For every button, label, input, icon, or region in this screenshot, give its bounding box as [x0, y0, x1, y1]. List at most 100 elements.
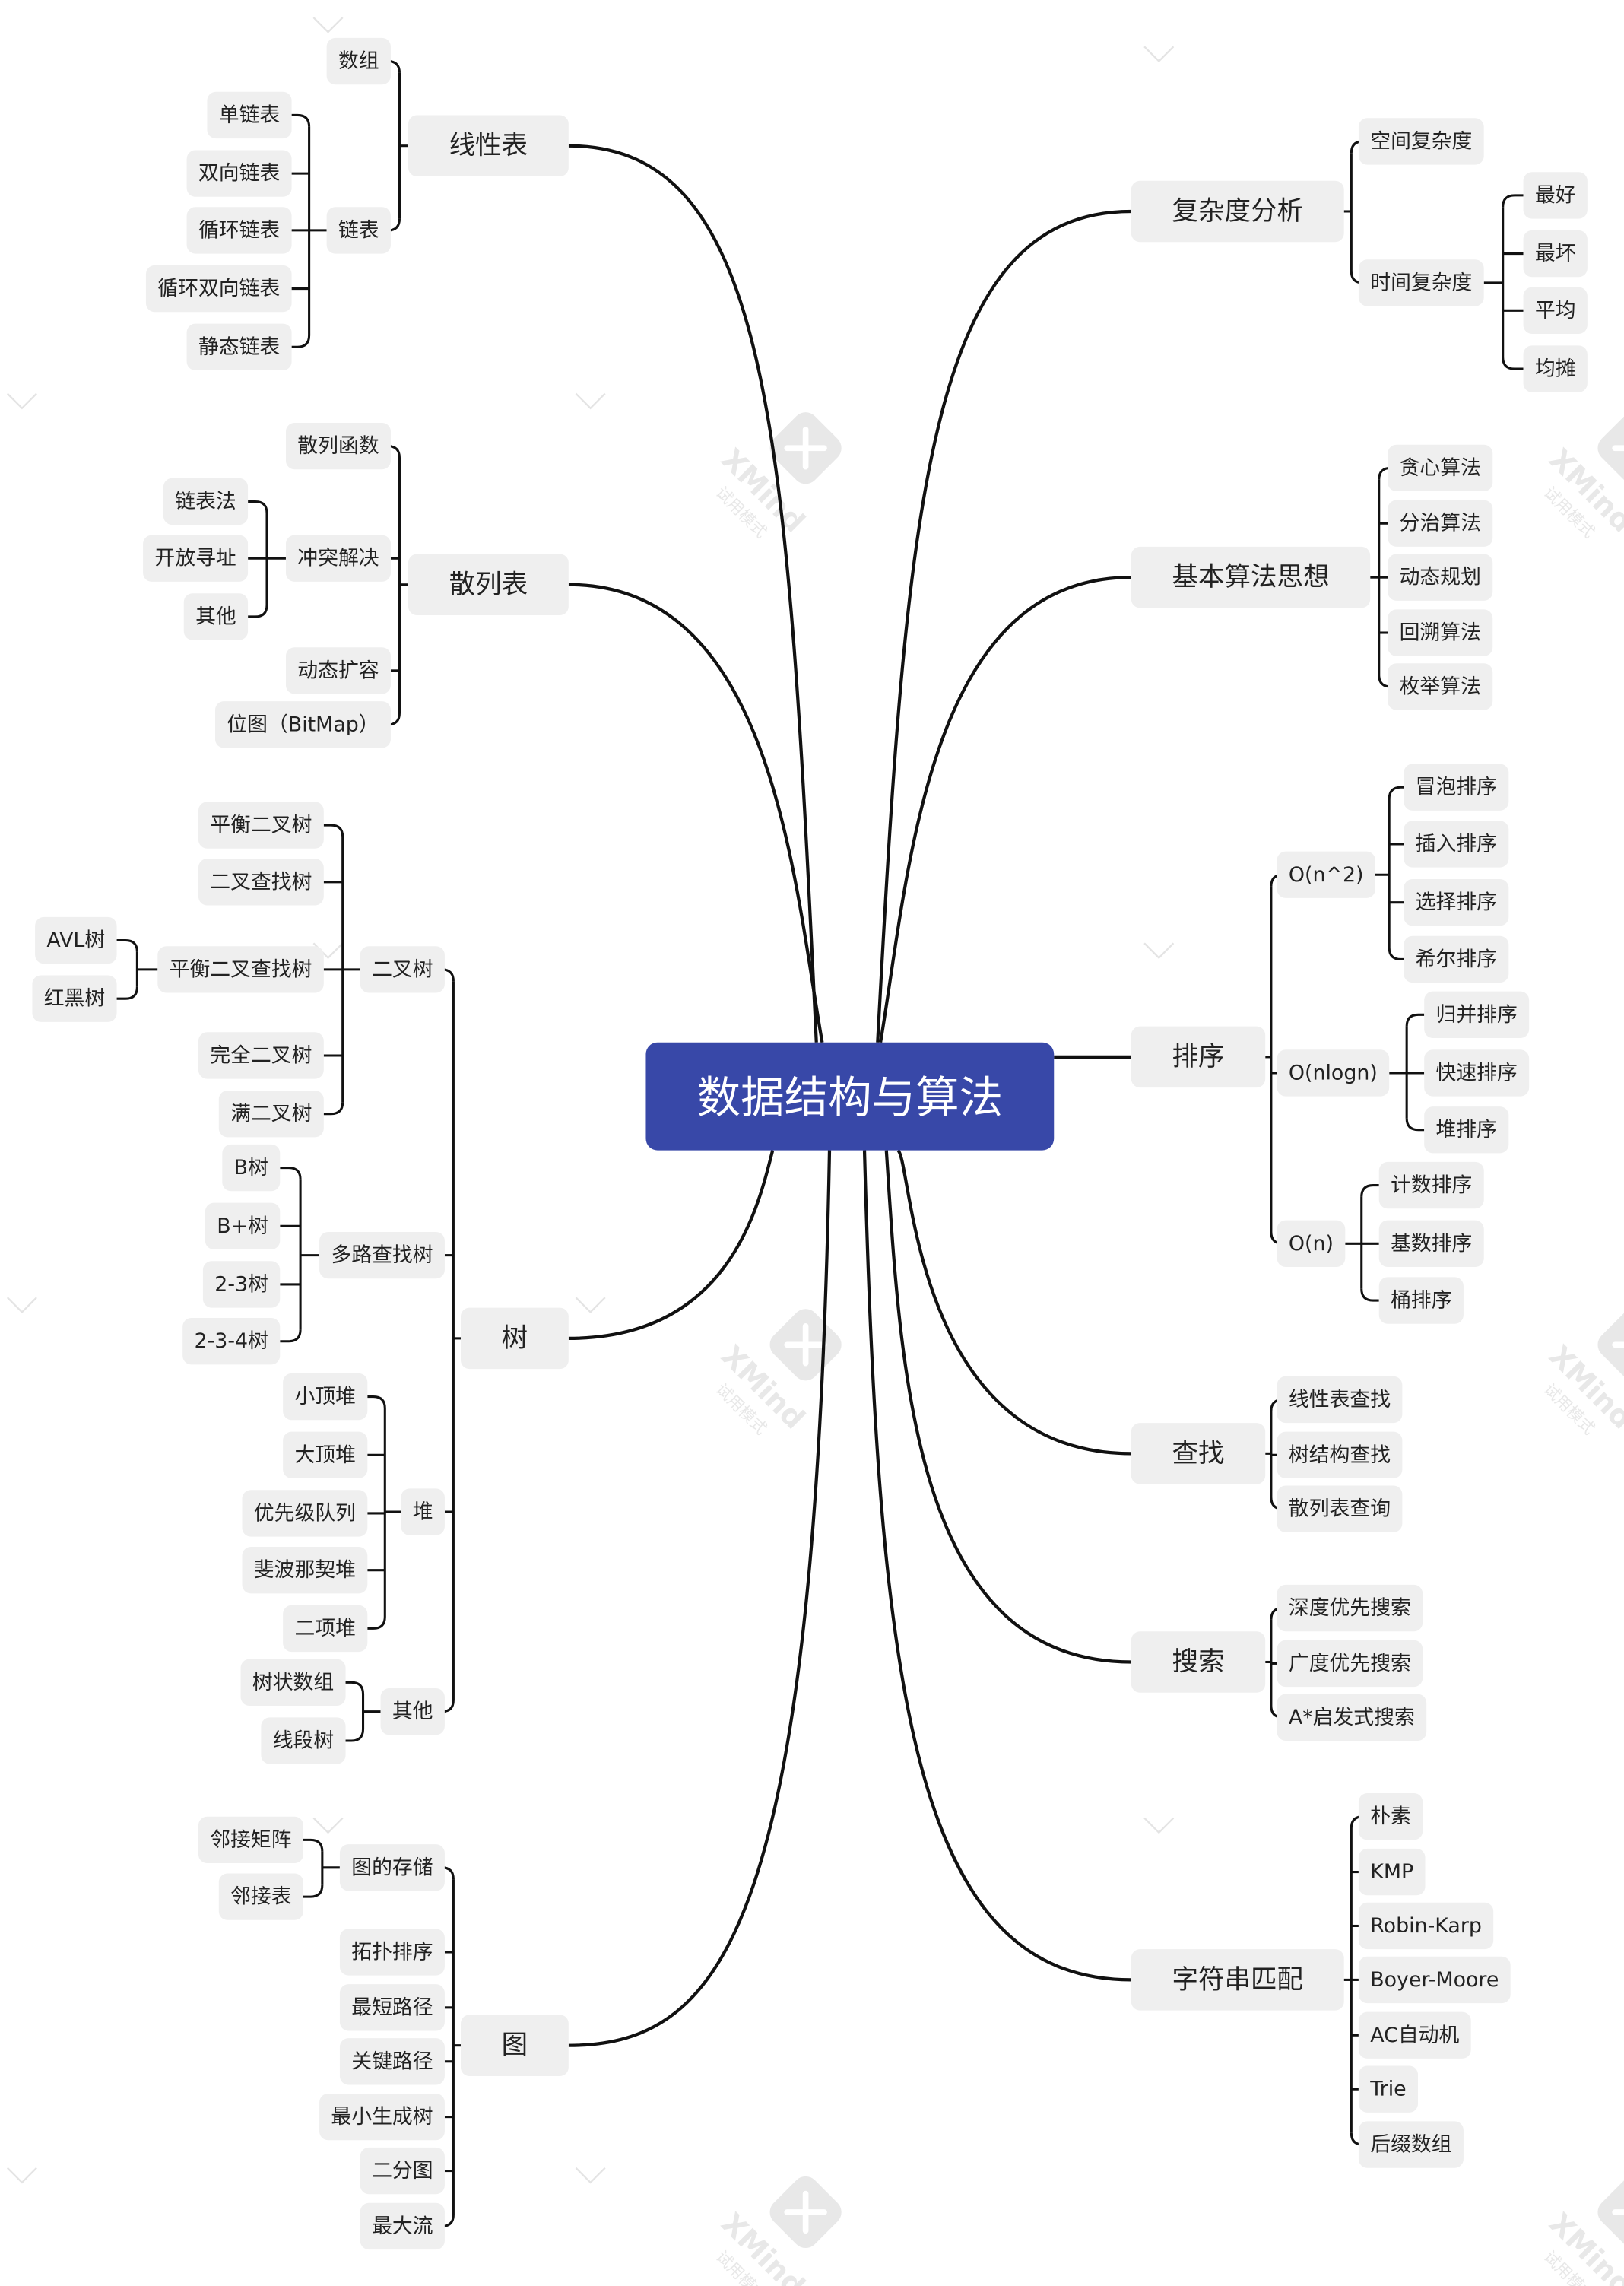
topic-main-r3[interactable]: 排序	[1131, 1026, 1266, 1088]
topic-bitmap[interactable]: 位图（BitMap）	[214, 701, 391, 748]
topic-topic[interactable]: 二分图	[360, 2147, 445, 2195]
topic-label: 插入排序	[1416, 832, 1497, 856]
root-topic[interactable]: 数据结构与算法	[645, 1042, 1055, 1151]
topic-topic[interactable]: 链表法	[163, 478, 249, 525]
topic-main-3[interactable]: 树	[460, 1307, 569, 1370]
topic-2-3[interactable]: 2-3树	[202, 1261, 281, 1308]
topic-topic[interactable]: 最短路径	[339, 1984, 445, 2031]
topic-topic[interactable]: 冒泡排序	[1404, 764, 1509, 811]
topic-main-2[interactable]: 散列表	[408, 554, 569, 616]
topic-topic[interactable]: 红黑树	[32, 975, 117, 1022]
topic-2-3-4[interactable]: 2-3-4树	[182, 1318, 281, 1365]
topic-topic[interactable]: 静态链表	[186, 323, 292, 370]
topic-main-4[interactable]: 图	[460, 2015, 569, 2076]
topic-topic[interactable]: 完全二叉树	[198, 1032, 324, 1079]
topic-topic[interactable]: 线段树	[261, 1717, 346, 1764]
topic-topic[interactable]: 分治算法	[1388, 500, 1493, 547]
topic-topic[interactable]: 单链表	[207, 91, 292, 139]
topic-b[interactable]: B树	[222, 1144, 281, 1192]
topic-topic[interactable]: 散列函数	[285, 422, 391, 470]
topic-topic[interactable]: 循环双向链表	[145, 265, 292, 313]
topic-topic[interactable]: 深度优先搜索	[1277, 1584, 1423, 1632]
topic-topic[interactable]: 最坏	[1523, 230, 1588, 278]
topic-topic[interactable]: 回溯算法	[1388, 609, 1493, 656]
topic-main-r1[interactable]: 复杂度分析	[1131, 180, 1344, 243]
topic-topic[interactable]: 堆	[401, 1488, 445, 1535]
topic-o-n[interactable]: O(n)	[1277, 1220, 1346, 1267]
topic-topic[interactable]: 邻接矩阵	[198, 1816, 303, 1864]
topic-topic[interactable]: 双向链表	[186, 150, 292, 197]
topic-topic[interactable]: 树结构查找	[1277, 1431, 1403, 1478]
bracket-branch	[1405, 1013, 1425, 1027]
topic-topic[interactable]: 最好	[1523, 172, 1588, 219]
topic-main-1[interactable]: 线性表	[408, 115, 569, 176]
topic-main-r2[interactable]: 基本算法思想	[1131, 546, 1371, 608]
topic-topic[interactable]: 优先级队列	[242, 1490, 368, 1537]
topic-topic[interactable]: 数组	[326, 37, 391, 85]
topic-topic[interactable]: 动态规划	[1388, 554, 1493, 601]
topic-topic[interactable]: 斐波那契堆	[242, 1547, 368, 1594]
topic-topic[interactable]: 拓扑排序	[339, 1929, 445, 1976]
topic-topic[interactable]: 枚举算法	[1388, 663, 1493, 710]
topic-boyer-moore[interactable]: Boyer-Moore	[1358, 1956, 1511, 2004]
topic-topic[interactable]: 图的存储	[339, 1844, 445, 1891]
topic-topic[interactable]: 归并排序	[1424, 991, 1530, 1038]
topic-trie[interactable]: Trie	[1358, 2065, 1419, 2113]
topic-topic[interactable]: 其他	[380, 1688, 445, 1735]
topic-topic[interactable]: 冲突解决	[285, 535, 391, 582]
topic-a[interactable]: A*启发式搜索	[1277, 1694, 1427, 1741]
topic-topic[interactable]: 计数排序	[1378, 1161, 1484, 1209]
topic-topic[interactable]: 二叉树	[360, 946, 445, 993]
topic-topic[interactable]: 邻接表	[218, 1873, 303, 1920]
topic-topic[interactable]: 平均	[1523, 287, 1588, 335]
topic-topic[interactable]: 二叉查找树	[198, 859, 324, 906]
topic-topic[interactable]: 基数排序	[1378, 1220, 1484, 1267]
topic-topic[interactable]: 平衡二叉树	[198, 802, 324, 849]
topic-topic[interactable]: 快速排序	[1424, 1049, 1530, 1097]
topic-topic[interactable]: 最小生成树	[319, 2093, 445, 2141]
topic-topic[interactable]: 动态扩容	[285, 647, 391, 694]
topic-topic[interactable]: 散列表查询	[1277, 1485, 1403, 1532]
topic-box	[143, 535, 249, 582]
topic-topic[interactable]: 平衡二叉查找树	[157, 946, 324, 993]
topic-topic[interactable]: 线性表查找	[1277, 1376, 1403, 1424]
topic-box	[1277, 1431, 1403, 1478]
topic-topic[interactable]: 桶排序	[1378, 1277, 1464, 1324]
topic-topic[interactable]: 大顶堆	[283, 1431, 368, 1478]
topic-topic[interactable]: 小顶堆	[283, 1373, 368, 1421]
topic-topic[interactable]: 时间复杂度	[1358, 259, 1484, 306]
topic-robin-karp[interactable]: Robin-Karp	[1358, 1902, 1494, 1950]
topic-topic[interactable]: 树状数组	[240, 1659, 346, 1706]
topic-topic[interactable]: 满二叉树	[218, 1090, 324, 1138]
topic-topic[interactable]: 空间复杂度	[1358, 118, 1484, 165]
topic-topic[interactable]: 开放寻址	[143, 535, 249, 582]
topic-topic[interactable]: 关键路径	[339, 2038, 445, 2085]
topic-ac[interactable]: AC自动机	[1358, 2011, 1471, 2059]
topic-topic[interactable]: 其他	[183, 593, 249, 640]
topic-topic[interactable]: 多路查找树	[319, 1231, 445, 1279]
topic-avl[interactable]: AVL树	[35, 916, 117, 964]
bracket-branch	[280, 1167, 302, 1180]
topic-main-r5[interactable]: 搜索	[1131, 1631, 1266, 1693]
topic-topic[interactable]: 广度优先搜索	[1277, 1640, 1423, 1688]
topic-topic[interactable]: 后缀数组	[1358, 2121, 1464, 2168]
topic-topic[interactable]: 二项堆	[283, 1605, 368, 1653]
topic-topic[interactable]: 堆排序	[1424, 1106, 1509, 1154]
topic-o-nlogn[interactable]: O(nlogn)	[1277, 1049, 1390, 1097]
topic-topic[interactable]: 均摊	[1523, 345, 1588, 392]
topic-topic[interactable]: 希尔排序	[1404, 935, 1509, 983]
topic-topic[interactable]: 循环链表	[186, 207, 292, 254]
topic-o-n-2[interactable]: O(n^2)	[1277, 851, 1375, 898]
topic-topic[interactable]: 插入排序	[1404, 821, 1509, 868]
topic-main-r4[interactable]: 查找	[1131, 1423, 1266, 1484]
topic-kmp[interactable]: KMP	[1358, 1848, 1426, 1896]
topic-topic[interactable]: 选择排序	[1404, 879, 1509, 926]
topic-box	[202, 1261, 281, 1308]
topic-box	[1523, 172, 1588, 219]
topic-topic[interactable]: 朴素	[1358, 1793, 1423, 1840]
topic-topic[interactable]: 链表	[326, 207, 391, 254]
topic-topic[interactable]: 最大流	[360, 2202, 445, 2250]
topic-b[interactable]: B+树	[205, 1202, 281, 1249]
topic-topic[interactable]: 贪心算法	[1388, 444, 1493, 492]
topic-main-r6[interactable]: 字符串匹配	[1131, 1949, 1344, 2011]
